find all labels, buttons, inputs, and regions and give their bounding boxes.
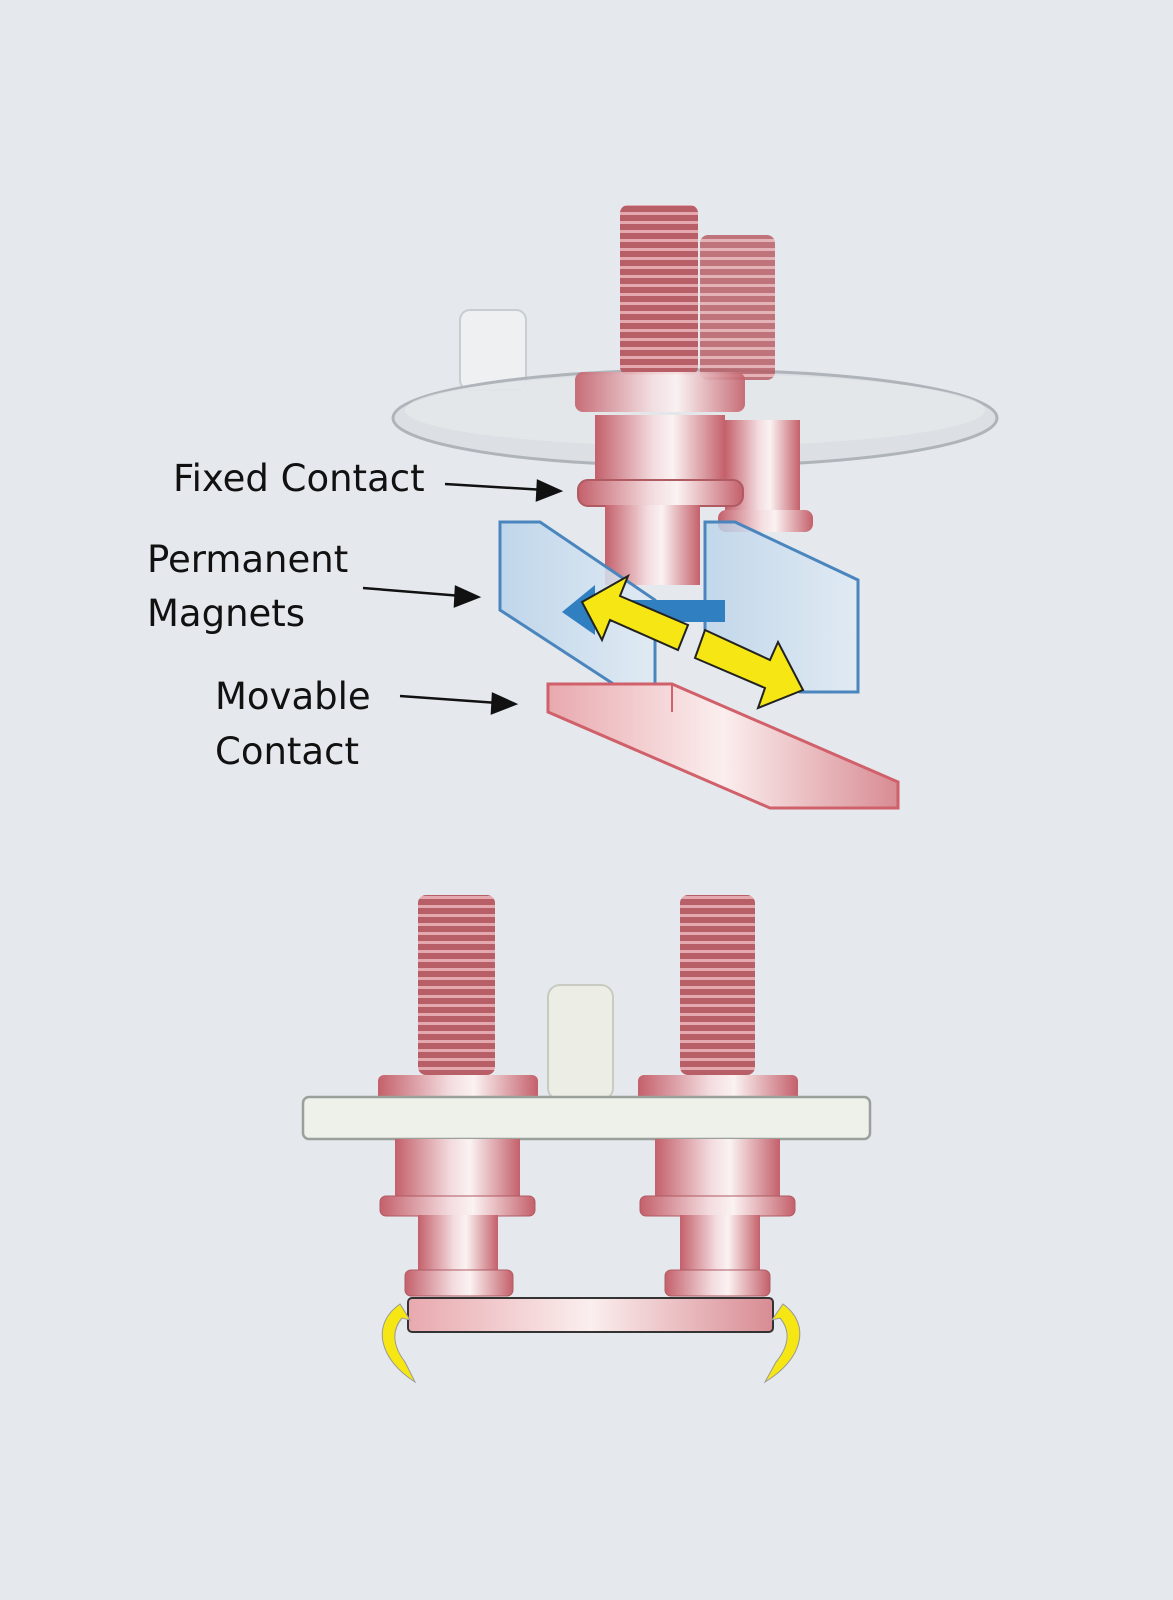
permanent-magnets-label-line1: Permanent — [147, 538, 349, 581]
callout-arrows — [362, 479, 564, 715]
movable-contact-pointer — [399, 694, 499, 705]
movable-contact-bar — [546, 682, 900, 810]
bolt-thread-front — [620, 205, 698, 375]
fixed-contact-label: Fixed Contact — [173, 457, 425, 500]
center-post — [547, 984, 614, 1101]
insulator-plate — [301, 1095, 872, 1141]
bolt-thread-rear — [700, 235, 775, 380]
yellow-arrow-right — [693, 628, 805, 710]
movable-contact-bar-bottom — [407, 1297, 774, 1333]
bottom-assembly — [301, 895, 872, 1384]
yellow-arrow-left — [580, 573, 690, 652]
fixed-contact-pointer — [444, 482, 546, 492]
permanent-magnets-label-line2: Magnets — [147, 592, 306, 635]
bolt-thread-left — [418, 895, 495, 1075]
movable-contact-label-line2: Contact — [215, 730, 359, 773]
top-assembly — [391, 205, 999, 810]
bolt-thread-right — [680, 895, 755, 1075]
movable-contact-label-line1: Movable — [215, 675, 371, 718]
yellow-curved-arrow-right — [763, 1303, 801, 1384]
yellow-curved-arrow-left — [381, 1303, 417, 1384]
magnets-pointer — [362, 586, 463, 598]
